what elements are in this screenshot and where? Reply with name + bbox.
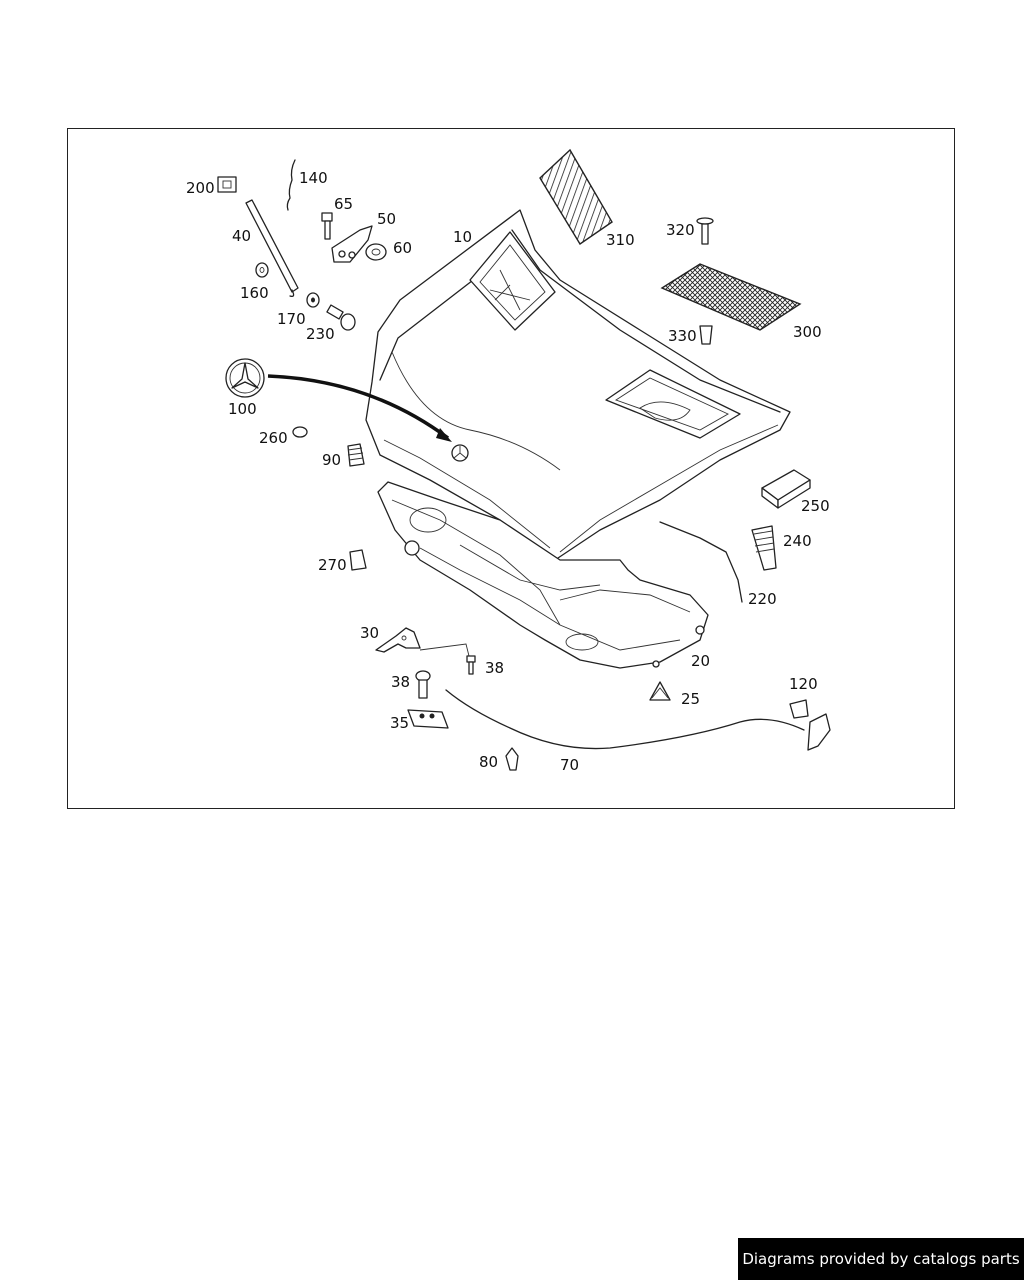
part-30-latch: [375, 627, 471, 661]
label-35: 35: [390, 714, 409, 732]
label-40: 40: [232, 227, 251, 245]
part-200-clip: [217, 176, 237, 193]
label-60: 60: [393, 239, 412, 257]
label-330: 330: [668, 327, 697, 345]
part-40-prop-rod: [245, 199, 299, 298]
part-35-latch-plate: [407, 709, 449, 729]
label-320: 320: [666, 221, 695, 239]
label-10: 10: [453, 228, 472, 246]
vent-grille-left: [539, 148, 613, 245]
hood-inner-frame: [377, 481, 709, 669]
label-30: 30: [360, 624, 379, 642]
part-65-bolt: [321, 212, 333, 240]
label-38-right: 38: [485, 659, 504, 677]
label-20: 20: [691, 652, 710, 670]
label-300: 300: [793, 323, 822, 341]
label-140: 140: [299, 169, 328, 187]
hood-panel: [365, 209, 791, 561]
part-50-hinge: [331, 225, 373, 263]
vent-grille-right: [660, 263, 802, 331]
credit-banner: Diagrams provided by catalogs parts: [738, 1238, 1024, 1280]
part-90-bumper: [347, 443, 365, 467]
label-25: 25: [681, 690, 700, 708]
label-170: 170: [277, 310, 306, 328]
label-230: 230: [306, 325, 335, 343]
part-250-pad: [761, 469, 811, 509]
part-260-plug: [292, 426, 308, 438]
credit-text: Diagrams provided by catalogs parts: [742, 1250, 1020, 1268]
label-310: 310: [606, 231, 635, 249]
part-220-seal: [659, 521, 743, 603]
label-100: 100: [228, 400, 257, 418]
label-160: 160: [240, 284, 269, 302]
label-80: 80: [479, 753, 498, 771]
part-70-cable: [445, 689, 805, 750]
label-220: 220: [748, 590, 777, 608]
label-65: 65: [334, 195, 353, 213]
part-330-clip: [699, 325, 713, 345]
label-240: 240: [783, 532, 812, 550]
label-90: 90: [322, 451, 341, 469]
label-38-left: 38: [391, 673, 410, 691]
part-230-bolt: [326, 304, 356, 331]
part-38-bolt-b: [415, 670, 431, 699]
part-100-emblem: [225, 358, 452, 442]
part-170-washer: [306, 292, 320, 308]
part-270-bumper: [349, 549, 367, 571]
label-70: 70: [560, 756, 579, 774]
part-38-bolt-a: [466, 655, 476, 675]
part-240-spring-roll: [751, 525, 777, 571]
part-320-screw: [696, 217, 714, 245]
part-120-release-handle: [789, 699, 831, 751]
label-200: 200: [186, 179, 215, 197]
label-270: 270: [318, 556, 347, 574]
part-80-clip: [505, 747, 519, 771]
part-140-spring: [286, 159, 296, 211]
part-25-clip: [649, 681, 671, 701]
label-250: 250: [801, 497, 830, 515]
label-260: 260: [259, 429, 288, 447]
part-labels: 200 140 65 50 40 60 10 310 320 160 170 2…: [186, 169, 830, 774]
part-160-washer: [255, 262, 269, 278]
label-50: 50: [377, 210, 396, 228]
part-60-grommet: [365, 243, 387, 261]
label-120: 120: [789, 675, 818, 693]
